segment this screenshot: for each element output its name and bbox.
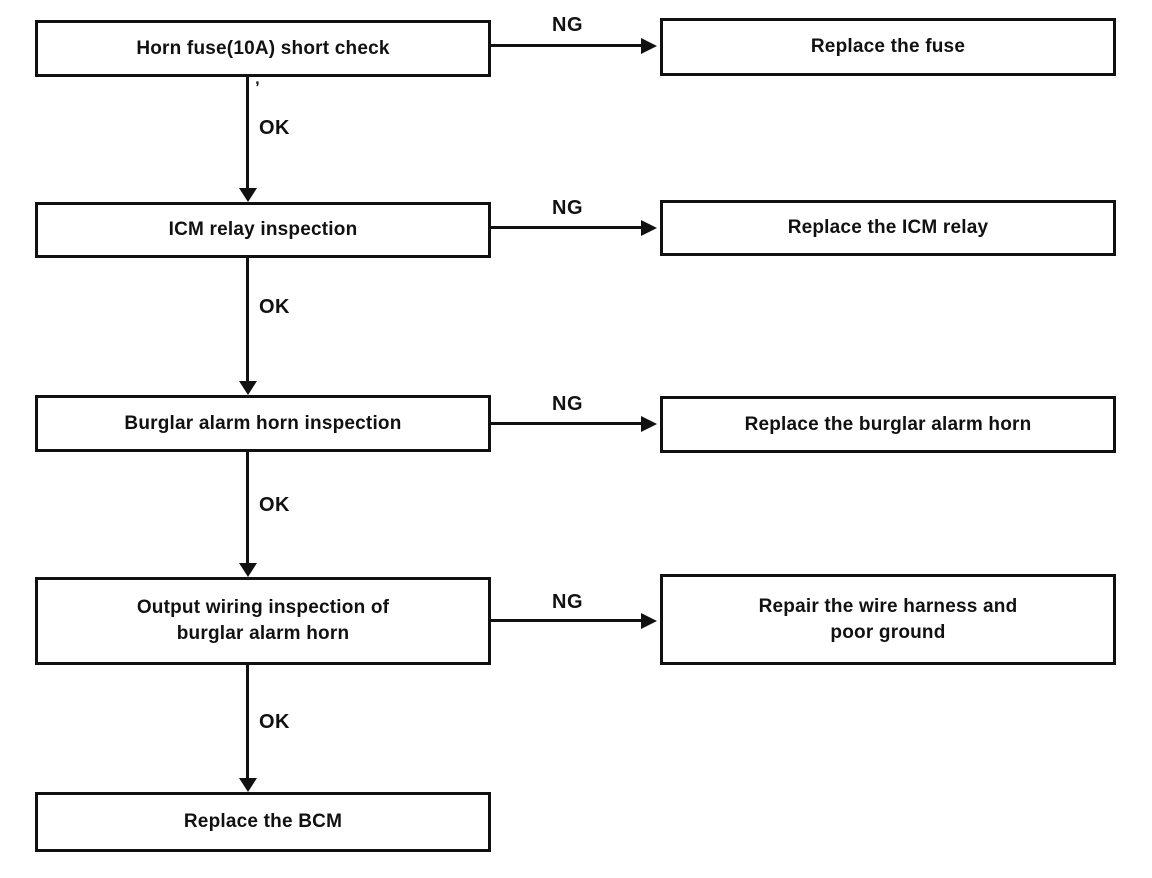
ng-edge-label-4: NG — [552, 591, 583, 613]
result-box-repair-wire-harness: Repair the wire harness and poor ground — [660, 574, 1116, 665]
arrowhead-right-icon — [641, 613, 657, 629]
step-box-horn-fuse-check: Horn fuse(10A) short check — [35, 20, 491, 77]
step-label: ICM relay inspection — [168, 219, 358, 241]
ng-arrow-line-3 — [491, 422, 641, 425]
arrowhead-down-icon — [239, 778, 257, 792]
arrowhead-right-icon — [641, 38, 657, 54]
ok-edge-label-4: OK — [259, 711, 290, 733]
stray-tick-mark: ’ — [255, 78, 260, 97]
ng-arrow-line-2 — [491, 226, 641, 229]
result-box-replace-burglar-alarm-horn: Replace the burglar alarm horn — [660, 396, 1116, 453]
ok-arrow-line-2 — [246, 258, 249, 381]
step-label: Horn fuse(10A) short check — [136, 37, 390, 59]
ng-arrow-line-1 — [491, 44, 641, 47]
ng-arrow-line-4 — [491, 619, 641, 622]
arrowhead-down-icon — [239, 563, 257, 577]
ng-edge-label-3: NG — [552, 393, 583, 415]
result-label: Replace the fuse — [810, 36, 966, 58]
step-box-icm-relay-inspection: ICM relay inspection — [35, 202, 491, 258]
arrowhead-down-icon — [239, 188, 257, 202]
result-box-replace-fuse: Replace the fuse — [660, 18, 1116, 76]
step-label: Output wiring inspection of burglar alar… — [136, 597, 390, 644]
result-label: Replace the ICM relay — [787, 217, 989, 239]
step-label: Burglar alarm horn inspection — [124, 412, 402, 434]
ng-edge-label-2: NG — [552, 197, 583, 219]
result-label: Repair the wire harness and poor ground — [758, 595, 1018, 643]
result-label: Replace the burglar alarm horn — [744, 413, 1032, 435]
ng-edge-label-1: NG — [552, 14, 583, 36]
step-box-replace-bcm: Replace the BCM — [35, 792, 491, 852]
ok-edge-label-1: OK — [259, 117, 290, 139]
ok-arrow-line-1 — [246, 77, 249, 188]
result-box-replace-icm-relay: Replace the ICM relay — [660, 200, 1116, 256]
arrowhead-right-icon — [641, 416, 657, 432]
arrowhead-down-icon — [239, 381, 257, 395]
step-box-burglar-alarm-horn-inspection: Burglar alarm horn inspection — [35, 395, 491, 452]
step-box-output-wiring-inspection: Output wiring inspection of burglar alar… — [35, 577, 491, 665]
step-label: Replace the BCM — [183, 811, 343, 833]
arrowhead-right-icon — [641, 220, 657, 236]
ok-edge-label-2: OK — [259, 296, 290, 318]
ok-arrow-line-3 — [246, 452, 249, 563]
ok-edge-label-3: OK — [259, 494, 290, 516]
ok-arrow-line-4 — [246, 665, 249, 778]
